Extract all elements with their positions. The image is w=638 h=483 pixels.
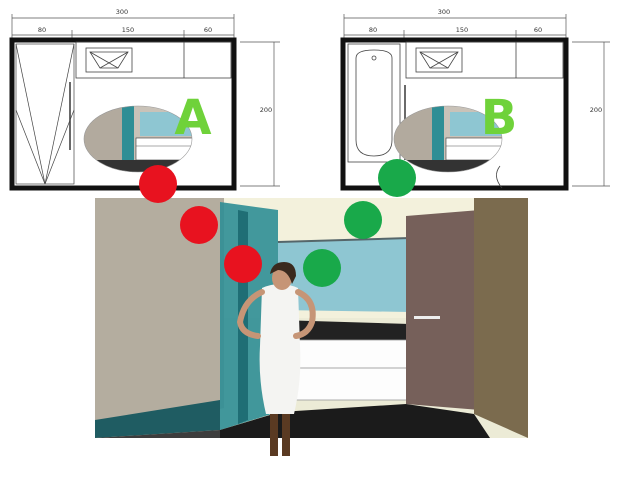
plan-a-dim-total: 300	[116, 8, 128, 16]
option-b-marker	[303, 249, 341, 287]
option-a-marker	[224, 245, 262, 283]
plan-a-dim-left: 80	[38, 26, 46, 34]
plan-b-dim-left: 80	[369, 26, 377, 34]
plan-b-dim-right: 60	[534, 26, 542, 34]
plan-a-dim-mid: 150	[122, 26, 134, 34]
render-left-wall	[95, 198, 224, 438]
floor-plan-b: 300 80 150 60 55 200	[340, 8, 610, 191]
plan-b-dim-mid: 150	[456, 26, 468, 34]
floor-plan-a: 300 80 150 60 55 200	[9, 8, 280, 191]
plan-a-sink	[85, 47, 133, 73]
plan-b-dim-total: 300	[438, 8, 450, 16]
plan-b-dim-height: 200	[590, 106, 602, 114]
plan-b-counter	[405, 41, 564, 79]
render-right-wall	[474, 198, 528, 438]
bathroom-render	[95, 198, 528, 456]
plan-a-dimensions	[11, 14, 280, 187]
option-b-marker	[344, 201, 382, 239]
plan-a-dim-height: 200	[260, 106, 272, 114]
plan-a-counter	[75, 41, 232, 79]
render-door	[406, 210, 480, 410]
plan-b-sink	[415, 47, 463, 73]
option-b-marker	[378, 159, 416, 197]
render-door-handle	[414, 316, 440, 319]
plan-b-label: B	[481, 90, 518, 146]
render-person	[236, 262, 316, 456]
plan-a-shower	[15, 43, 75, 185]
plan-a-dim-right: 60	[204, 26, 212, 34]
option-a-marker	[139, 165, 177, 203]
option-a-marker	[180, 206, 218, 244]
option-b-markers	[303, 159, 416, 287]
option-a-markers	[139, 165, 262, 283]
plan-b-door-arc	[496, 165, 503, 189]
plan-a-label: A	[174, 90, 211, 146]
